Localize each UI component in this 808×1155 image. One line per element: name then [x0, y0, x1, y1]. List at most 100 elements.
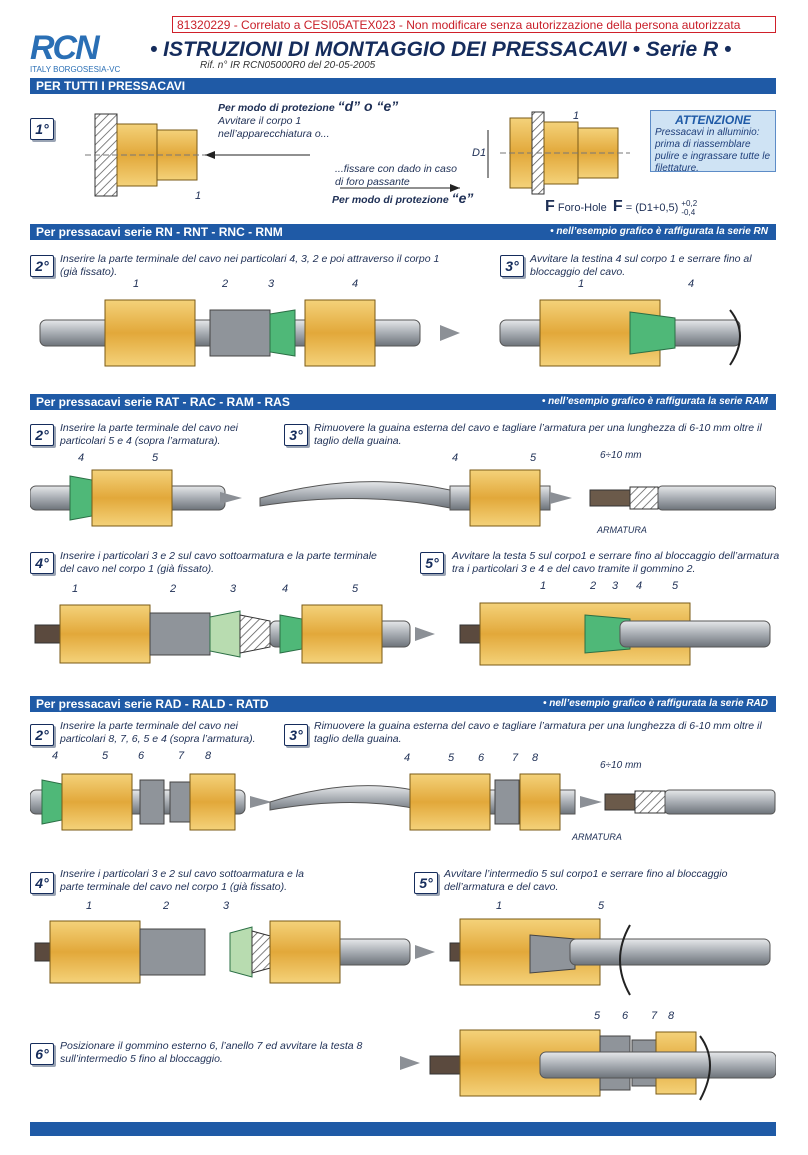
nut-instruction: ...fissare con dado in caso di foro pass…: [335, 163, 457, 188]
rad-armatura-label: ARMATURA: [572, 832, 622, 842]
section-title-all: PER TUTTI I PRESSACAVI: [36, 79, 186, 93]
authorization-notice: 81320229 - Correlato a CESI05ATEX023 - N…: [172, 16, 776, 33]
rad-illustration-row2: [34, 918, 771, 996]
part-1-label-a: 1: [195, 190, 202, 202]
footer-bar: [30, 1122, 776, 1136]
attention-box: ATTENZIONE Pressacavi in alluminio: prim…: [650, 110, 776, 174]
rad-step-5-text: Avvitare l’intermedio 5 sul corpo1 e ser…: [444, 868, 728, 893]
rn-step-3-text: Avvitare la testina 4 sul corpo 1 e serr…: [530, 253, 752, 278]
rad-step-2-text: Inserire la parte terminale del cavo nei…: [60, 720, 256, 745]
rad-step-5-badge: 5°: [414, 872, 438, 894]
rad-s5-label-1: 1: [496, 900, 503, 912]
rn-label-3: 3: [268, 278, 275, 290]
rcn-logo: RCN ITALY BORGOSESIA-VC: [30, 29, 130, 74]
rat-s4-label-3: 3: [230, 583, 237, 595]
rat-s3-label-5: 5: [530, 452, 537, 464]
rn-step-2-badge: 2°: [30, 255, 54, 277]
f-symbol-a: F: [545, 198, 555, 215]
rad-s3-label-8: 8: [532, 752, 539, 764]
f-symbol-b: F: [612, 198, 623, 215]
rat-illustration-row1: [30, 469, 776, 527]
rad-illustration-row1: [30, 773, 776, 831]
rad-illustration-row3: [400, 1029, 776, 1101]
rat-s5-label-2: 2: [590, 580, 597, 592]
rat-step-5-text: Avvitare la testa 5 sul corpo1 e serrare…: [452, 550, 780, 575]
foro-hole-label: Foro-Hole: [557, 202, 607, 214]
rat-armatura-label: ARMATURA: [597, 525, 647, 535]
rad-s4-label-3: 3: [223, 900, 230, 912]
rn-step-3-badge: 3°: [500, 255, 524, 277]
rat-step-2-badge: 2°: [30, 424, 54, 446]
rn-step-2-text: Inserire la parte terminale del cavo nei…: [60, 253, 440, 278]
step-1-badge: 1°: [30, 118, 54, 140]
rat-step-3-badge: 3°: [284, 424, 308, 446]
rad-s3-label-5: 5: [448, 752, 455, 764]
d1-label: D1: [472, 147, 487, 159]
rat-step-2-text: Inserire la parte terminale del cavo nei…: [60, 422, 239, 447]
rad-s2-label-5: 5: [102, 750, 109, 762]
rat-step-3-text: Rimuovere la guaina esterna del cavo e t…: [314, 422, 762, 447]
tolerance: +0,2 -0,4: [681, 199, 697, 217]
attention-title: ATTENZIONE: [675, 113, 751, 127]
mode-e-line: Per modo di protezione “e”: [332, 190, 474, 207]
rn-label-3-1: 1: [578, 278, 585, 290]
formula-text: = (D1+0,5): [625, 202, 679, 214]
rat-s5-label-4: 4: [636, 580, 643, 592]
section-bar-rad: Per pressacavi serie RAD - RALD - RATD •…: [30, 696, 776, 712]
rat-s4-label-1: 1: [72, 583, 79, 595]
rad-s6-label-7: 7: [651, 1010, 658, 1022]
rat-s4-label-4: 4: [282, 583, 289, 595]
rad-s3-label-4: 4: [404, 752, 411, 764]
rat-step-5-badge: 5°: [420, 552, 444, 574]
rad-s2-label-6: 6: [138, 750, 145, 762]
rad-step-6-text: Posizionare il gommino esterno 6, l’anel…: [60, 1040, 363, 1065]
rad-s4-label-1: 1: [86, 900, 93, 912]
rad-step-6-badge: 6°: [30, 1043, 54, 1065]
part-1-label-b: 1: [573, 110, 580, 122]
rat-illustration-row2: [34, 602, 771, 666]
mode-e-value: “e”: [451, 190, 474, 206]
rat-dim-label: 6÷10 mm: [600, 450, 642, 461]
screw-instruction: Avvitare il corpo 1 nell’apparecchiatura…: [218, 115, 330, 140]
section-note-rn: • nell’esempio grafico è raffigurata la …: [550, 226, 768, 237]
rad-s6-label-5: 5: [594, 1010, 601, 1022]
section-note-rat: • nell’esempio grafico è raffigurata la …: [541, 396, 768, 407]
rat-s4-label-5: 5: [352, 583, 359, 595]
tolerance-minus: -0,4: [681, 208, 696, 218]
step-1-illustration: [85, 111, 630, 197]
document-reference: Rif. n° IR RCN05000R0 del 20-05-2005: [200, 60, 376, 71]
rad-s2-label-8: 8: [205, 750, 212, 762]
rat-s5-label-5: 5: [672, 580, 679, 592]
rad-s3-label-7: 7: [512, 752, 519, 764]
rn-label-4: 4: [352, 278, 359, 290]
section-title-rat: Per pressacavi serie RAT - RAC - RAM - R…: [36, 395, 290, 409]
rat-s5-label-1: 1: [540, 580, 547, 592]
section-bar-rn: Per pressacavi serie RN - RNT - RNC - RN…: [30, 224, 776, 240]
rn-label-3-4: 4: [688, 278, 695, 290]
rad-s3-label-6: 6: [478, 752, 485, 764]
logo-main: RCN: [30, 29, 100, 67]
rn-label-1: 1: [133, 278, 140, 290]
rat-s2-label-5: 5: [152, 452, 159, 464]
rad-s6-label-6: 6: [622, 1010, 629, 1022]
rat-s5-label-3: 3: [612, 580, 619, 592]
rad-step-3-badge: 3°: [284, 724, 308, 746]
rn-label-2: 2: [222, 278, 229, 290]
page-title: • ISTRUZIONI DI MONTAGGIO DEI PRESSACAVI…: [150, 38, 732, 61]
rat-s3-label-4: 4: [452, 452, 459, 464]
hole-formula: F Foro-Hole F = (D1+0,5) +0,2 -0,4: [545, 198, 697, 217]
rat-s2-label-4: 4: [78, 452, 85, 464]
rad-step-4-badge: 4°: [30, 872, 54, 894]
rad-step-2-badge: 2°: [30, 724, 54, 746]
rat-step-4-text: Inserire i particolari 3 e 2 sul cavo so…: [60, 550, 377, 575]
section-title-rad: Per pressacavi serie RAD - RALD - RATD: [36, 697, 269, 711]
tolerance-plus: +0,2: [681, 199, 698, 209]
rad-dim-label: 6÷10 mm: [600, 760, 642, 771]
rad-s2-label-7: 7: [178, 750, 185, 762]
section-note-rad: • nell’esempio grafico è raffigurata la …: [542, 698, 768, 709]
section-title-rn: Per pressacavi serie RN - RNT - RNC - RN…: [36, 225, 283, 239]
attention-body: Pressacavi in alluminio: prima di riasse…: [655, 127, 771, 174]
rad-s4-label-2: 2: [163, 900, 170, 912]
section-bar-rat: Per pressacavi serie RAT - RAC - RAM - R…: [30, 394, 776, 410]
rad-s2-label-4: 4: [52, 750, 59, 762]
